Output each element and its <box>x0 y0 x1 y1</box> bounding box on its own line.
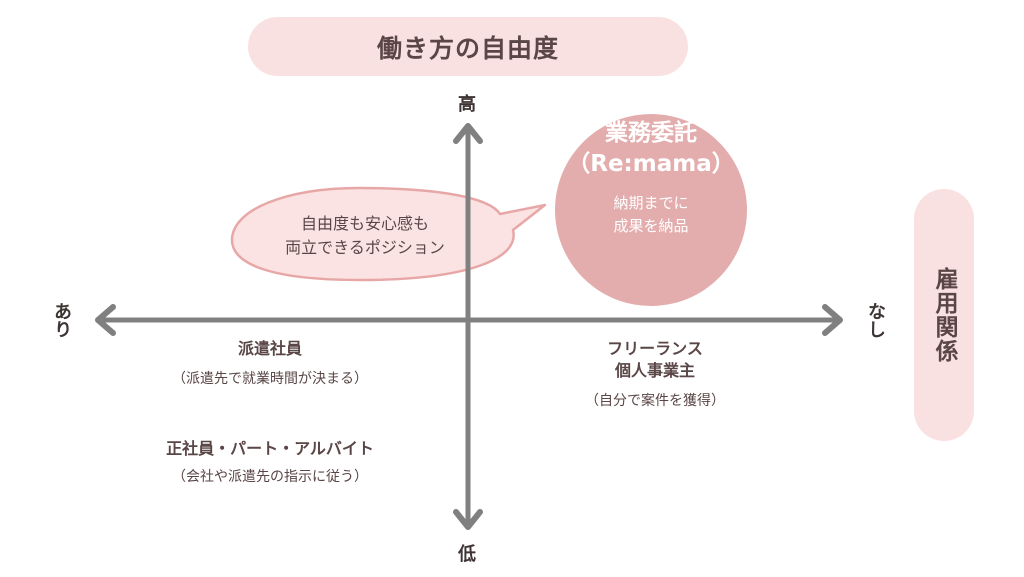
highlight-title-line2: （Re:mama） <box>567 151 735 177</box>
highlight-circle <box>555 114 747 306</box>
callout-line2: 両立できるポジション <box>285 238 445 257</box>
y-axis-up-arrowhead <box>453 123 483 144</box>
x-axis-left-label: あり <box>51 302 72 338</box>
callout-line1: 自由度も安心感も <box>300 214 429 233</box>
side-title: 雇用関係 <box>931 267 957 363</box>
y-axis-low-label: 低 <box>458 544 476 565</box>
callout-text: 自由度も安心感も 両立できるポジション <box>250 212 480 260</box>
y-axis-high-label: 高 <box>458 94 476 115</box>
highlight-sub-line2: 成果を納品 <box>613 217 689 235</box>
x-axis-right-arrowhead <box>822 304 843 336</box>
diagram-title: 働き方の自由度 <box>376 33 559 63</box>
category-haken: 派遣社員 （派遣先で就業時間が決まる） <box>140 338 400 390</box>
category-seishain: 正社員・パート・アルバイト （会社や派遣先の指示に従う） <box>120 438 420 488</box>
category-title-line1: フリーランス <box>607 339 703 358</box>
highlight-text: 業務委託 （Re:mama） 納期までに 成果を納品 <box>556 118 746 238</box>
title-pill: 働き方の自由度 <box>248 17 688 76</box>
highlight-title-line1: 業務委託 <box>605 120 697 146</box>
x-axis-left-arrowhead <box>95 304 116 336</box>
category-title: 派遣社員 <box>237 339 302 358</box>
category-note: （会社や派遣先の指示に従う） <box>172 469 368 485</box>
highlight-sub-line1: 納期までに <box>613 194 689 212</box>
category-note: （自分で案件を獲得） <box>585 393 725 409</box>
y-axis-down-arrowhead <box>453 509 483 530</box>
category-note: （派遣先で就業時間が決まる） <box>172 371 368 387</box>
x-axis-right-label: なし <box>865 302 886 338</box>
side-title-pill: 雇用関係 <box>914 189 974 441</box>
category-freelance: フリーランス 個人事業主 （自分で案件を獲得） <box>540 338 770 412</box>
category-title-line2: 個人事業主 <box>614 361 695 380</box>
category-title: 正社員・パート・アルバイト <box>166 439 374 458</box>
